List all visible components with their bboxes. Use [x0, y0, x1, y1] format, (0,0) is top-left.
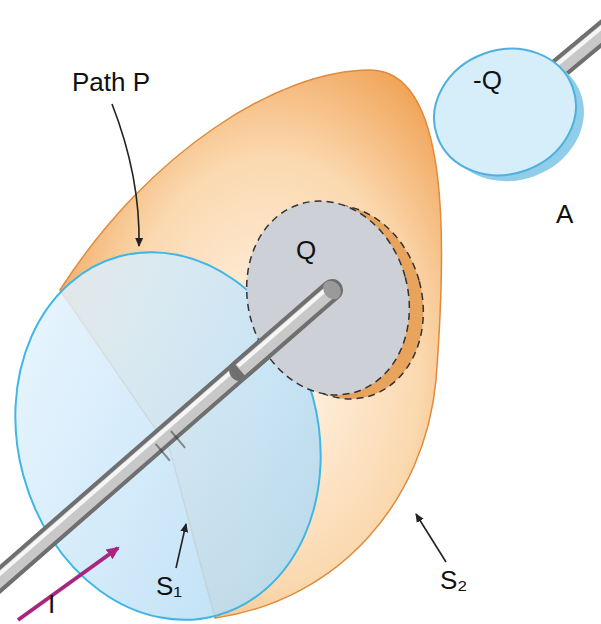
capacitor-plate: -Q — [425, 40, 590, 190]
plate-shape — [425, 40, 590, 190]
plate-shape — [240, 192, 420, 407]
rod-left — [0, 286, 332, 588]
current-label: I — [48, 590, 55, 619]
surface-label: S₁ — [156, 572, 182, 601]
charge-label: Q — [296, 236, 316, 265]
leader-s2 — [416, 514, 446, 562]
capacitor-plate: Q — [240, 192, 420, 407]
leader-path — [112, 104, 139, 246]
current-arrow — [18, 548, 118, 620]
leader-s1 — [176, 524, 186, 568]
charge-label: -Q — [473, 66, 502, 95]
plate-label: A — [556, 200, 573, 229]
path-label: Path P — [72, 68, 150, 97]
surface-label: S₂ — [440, 566, 467, 595]
